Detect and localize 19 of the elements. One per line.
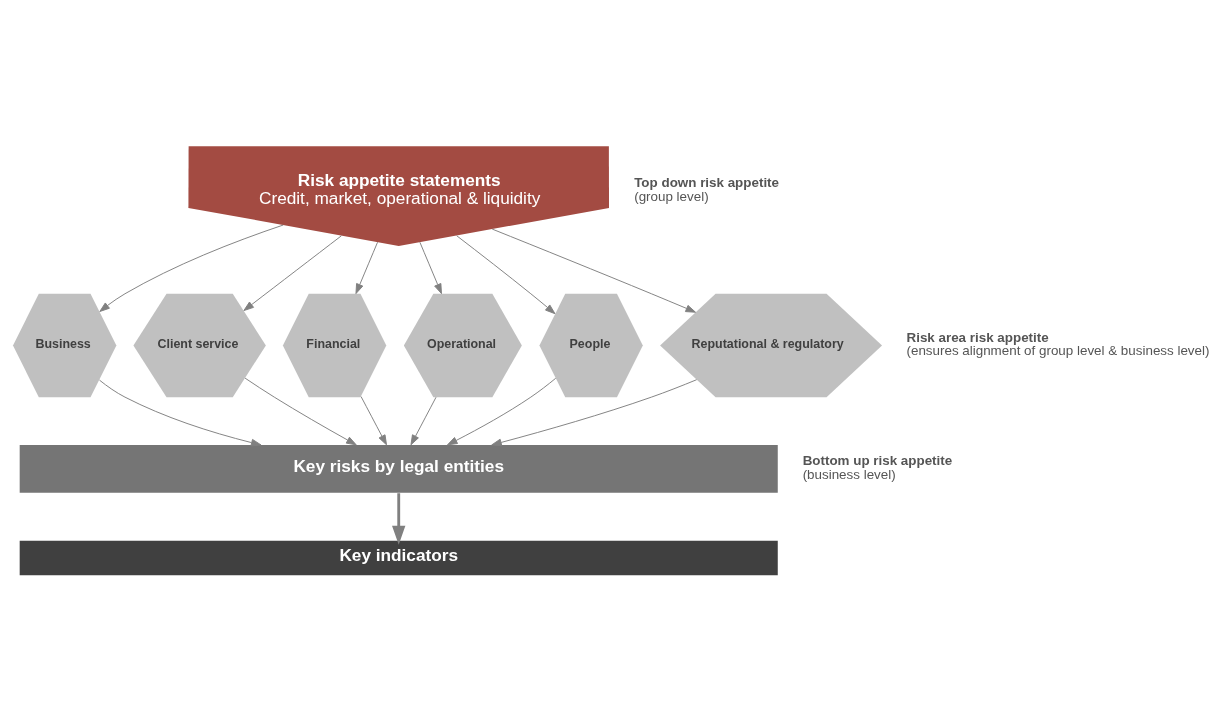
label: (ensures alignment of group level & business level) [906,343,1210,359]
arrow [410,396,437,446]
arrow [447,377,557,446]
label: Top down risk appetite [634,175,780,191]
arrow [392,493,406,545]
arrow [98,379,262,447]
arrow [243,235,342,311]
arrow [355,241,379,295]
label: Risk area risk appetite [906,329,1049,345]
arrow [491,228,696,313]
arrow [419,241,442,295]
arrow [360,396,387,446]
arrow [99,224,284,312]
arrow [491,379,698,447]
label: Bottom up risk appetite [802,453,953,469]
arrow [456,235,556,315]
node-box: Key risks by legal entities [19,445,778,493]
node-box: Key indicators [19,540,778,576]
arrow [244,377,357,446]
